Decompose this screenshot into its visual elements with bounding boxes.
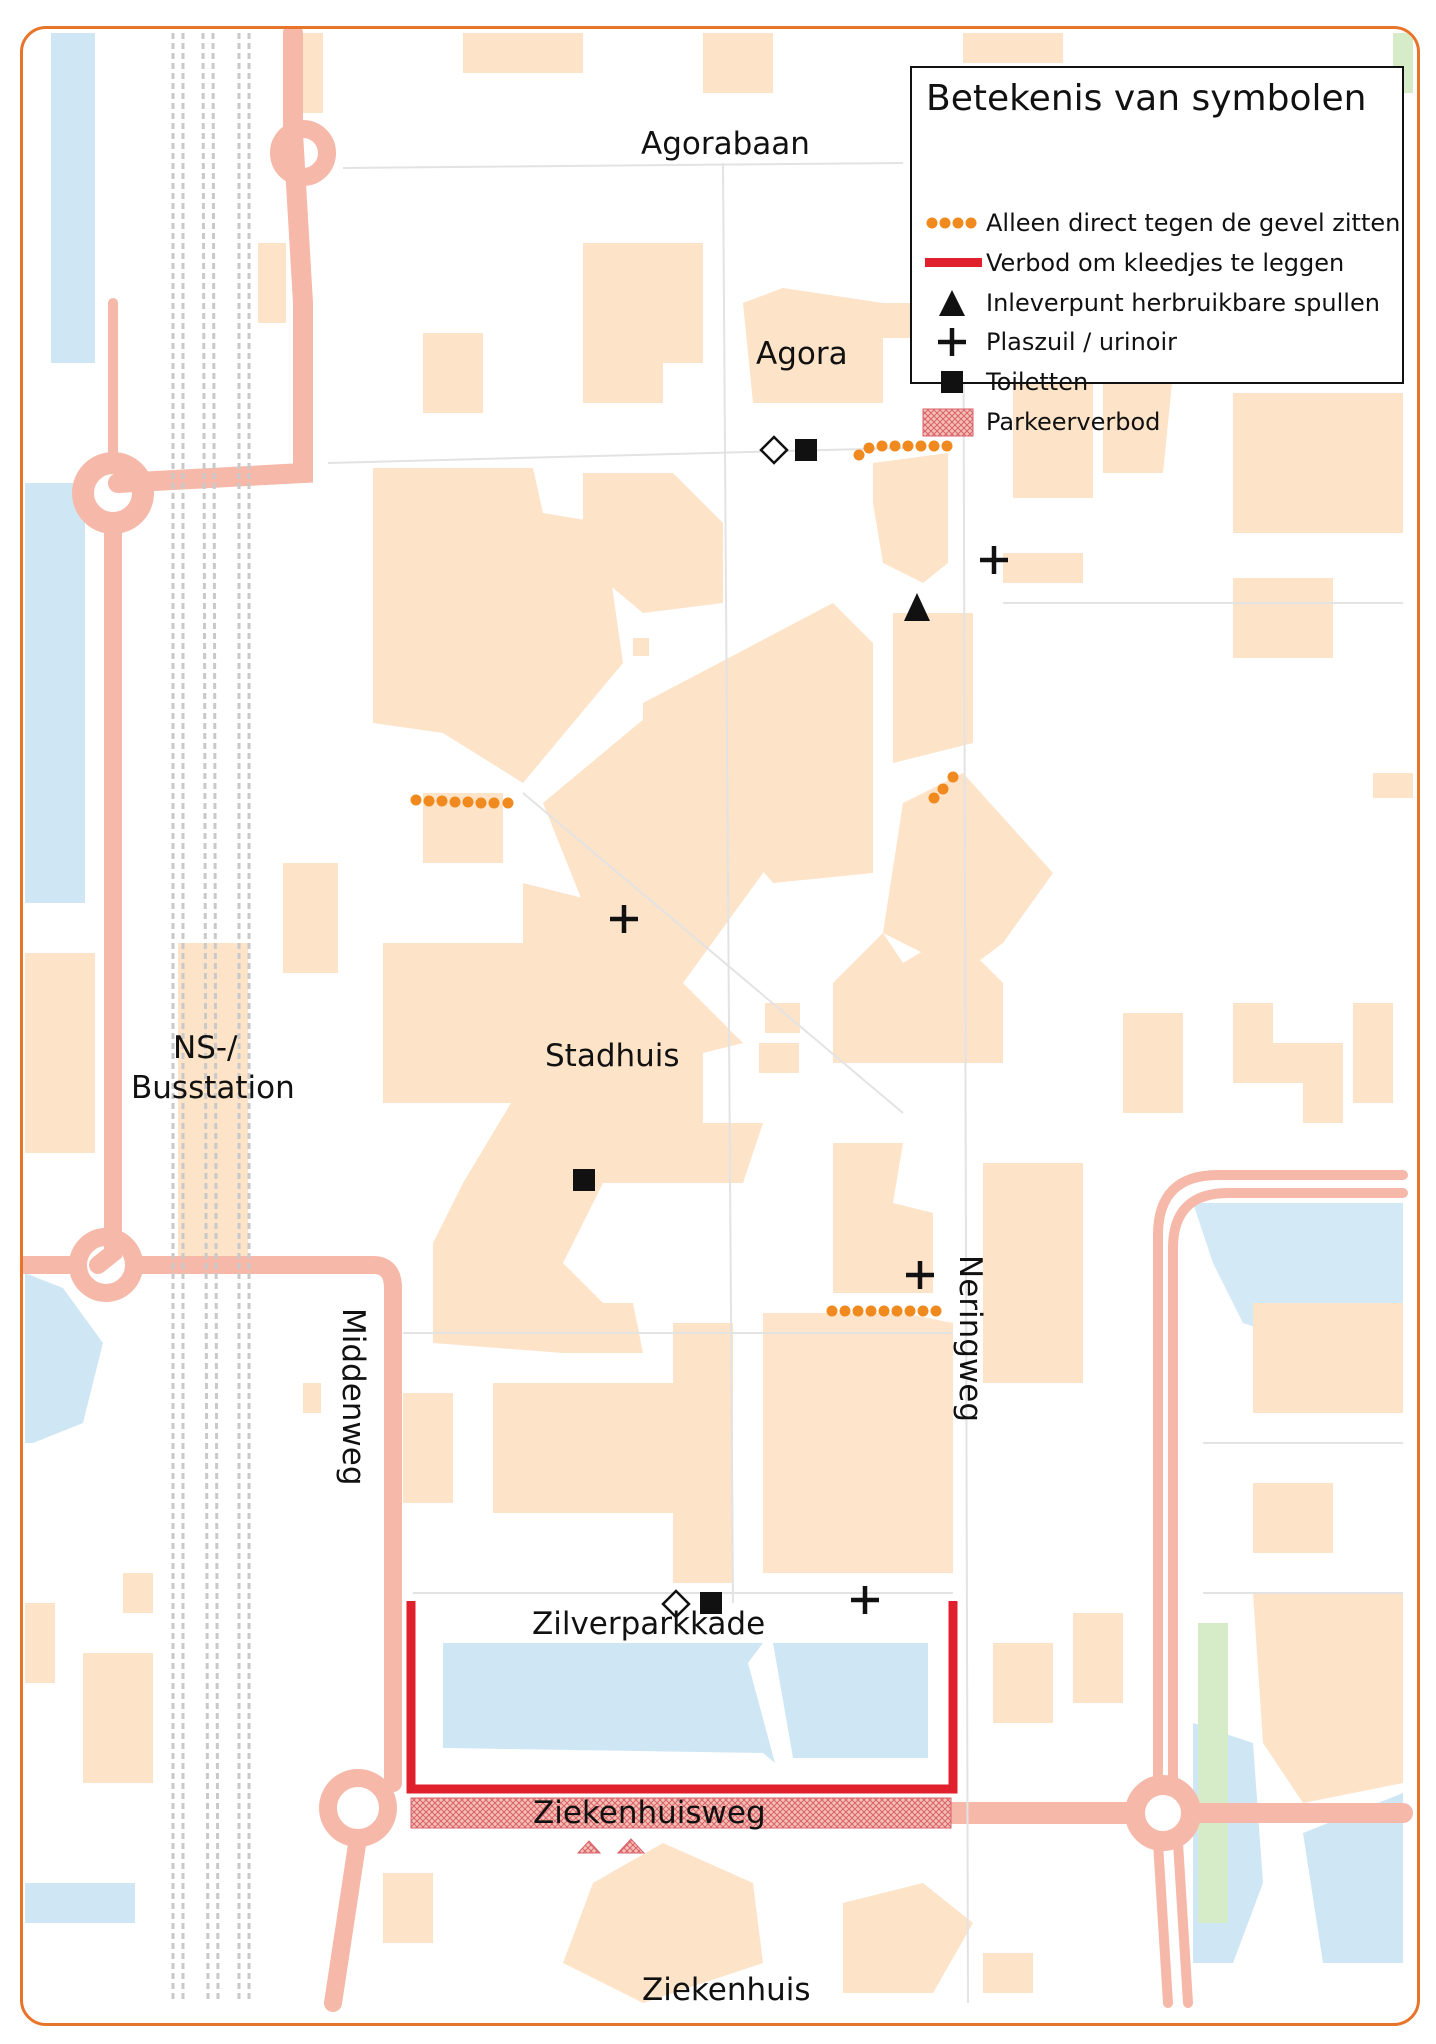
- chair-dot: [488, 797, 500, 809]
- legend-item-urinal: Plaszuil / urinoir: [912, 324, 1402, 360]
- legend-label: Parkeerverbod: [986, 408, 1161, 436]
- green-areas: [1198, 33, 1413, 1923]
- red-line-icon: [925, 258, 982, 267]
- zilverpark-pond-east: [773, 1643, 928, 1758]
- urinal-plus-icon: [610, 905, 638, 933]
- toilet-square-icon: [573, 1169, 595, 1191]
- diamond-icon: [759, 435, 789, 465]
- chair-dot: [462, 796, 474, 808]
- chair-dots-markers: [410, 440, 959, 1317]
- hatched-rect-icon: [922, 408, 974, 437]
- square-icon: [941, 371, 963, 393]
- chair-dot: [902, 440, 914, 452]
- chair-dot: [928, 440, 940, 452]
- chair-dot: [826, 1305, 838, 1317]
- triangle-icon: [939, 290, 965, 316]
- chair-dot: [941, 440, 953, 452]
- legend-item-parking-ban: Parkeerverbod: [912, 404, 1402, 440]
- chair-dot: [947, 771, 959, 783]
- label-stadhuis: Stadhuis: [545, 1038, 680, 1074]
- plus-icon: [938, 328, 966, 356]
- legend-item-blanket-ban: Verbod om kleedjes te leggen: [912, 245, 1402, 281]
- zilverpark-pond-west: [443, 1643, 775, 1763]
- legend-panel: Betekenis van symbolen Alleen direct teg…: [910, 66, 1404, 437]
- urinal-plus-icon: [851, 1586, 879, 1614]
- chair-dot: [839, 1305, 851, 1317]
- legend-item-chair-dots: Alleen direct tegen de gevel zitten: [912, 205, 1402, 241]
- railway: [171, 32, 251, 2004]
- chair-dot: [475, 797, 487, 809]
- chair-dot: [904, 1305, 916, 1317]
- chair-dot: [449, 796, 461, 808]
- legend-item-return-point: Inleverpunt herbruikbare spullen: [912, 285, 1402, 321]
- chair-dot: [863, 442, 875, 454]
- chair-dot: [410, 794, 422, 806]
- return-point-triangle-icon: [904, 593, 930, 621]
- urinal-plus-icon: [906, 1261, 934, 1289]
- label-ziekenhuis: Ziekenhuis: [642, 1972, 811, 2008]
- diamond-icon: [661, 1589, 691, 1619]
- chair-dot: [937, 783, 949, 795]
- chair-dot: [865, 1305, 877, 1317]
- map-labels: Agorabaan Agora Stadhuis NS-/ Busstation…: [131, 126, 988, 2008]
- chair-dot: [502, 797, 514, 809]
- label-agora: Agora: [756, 336, 848, 372]
- toilet-square-icon: [795, 439, 817, 461]
- chair-dot: [876, 440, 888, 452]
- legend-title: Betekenis van symbolen: [926, 78, 1367, 119]
- legend-label: Toiletten: [986, 368, 1089, 396]
- label-station-line2: Busstation: [131, 1070, 295, 1106]
- chair-dot: [917, 1305, 929, 1317]
- chair-dot: [853, 449, 865, 461]
- chair-dot: [915, 440, 927, 452]
- chair-dot: [436, 795, 448, 807]
- chair-dot: [930, 1305, 942, 1317]
- legend-label: Plaszuil / urinoir: [986, 328, 1178, 356]
- parking-ban-area: [410, 1797, 952, 1829]
- map-canvas: Agorabaan Agora Stadhuis NS-/ Busstation…: [23, 29, 1413, 2012]
- label-middenweg: Middenweg: [335, 1308, 371, 1486]
- orange-dots-icon: [926, 217, 977, 229]
- main-roads: [23, 29, 1413, 2012]
- buildings: [25, 33, 1413, 2003]
- parking-ban-triangles: [576, 1838, 646, 1854]
- label-station-line1: NS-/: [173, 1030, 238, 1066]
- legend-label: Verbod om kleedjes te leggen: [986, 249, 1345, 277]
- chair-dot: [852, 1305, 864, 1317]
- urinal-plus-icon: [980, 546, 1008, 574]
- legend-label: Inleverpunt herbruikbare spullen: [986, 289, 1380, 317]
- chair-dot: [878, 1305, 890, 1317]
- label-agorabaan: Agorabaan: [641, 126, 810, 162]
- label-neringweg: Neringweg: [952, 1255, 988, 1422]
- minor-streets: [327, 162, 1403, 2004]
- legend-label: Alleen direct tegen de gevel zitten: [986, 209, 1401, 237]
- chair-dot: [928, 792, 940, 804]
- chair-dot: [891, 1305, 903, 1317]
- blanket-ban-line: [406, 1601, 958, 1794]
- legend-item-toilets: Toiletten: [912, 364, 1402, 400]
- chair-dot: [423, 795, 435, 807]
- label-zilverparkkade: Zilverparkkade: [532, 1606, 765, 1642]
- label-ziekenhuisweg: Ziekenhuisweg: [533, 1795, 766, 1831]
- map-symbols: [573, 435, 1008, 1619]
- toilet-square-icon: [700, 1592, 722, 1614]
- chair-dot: [889, 440, 901, 452]
